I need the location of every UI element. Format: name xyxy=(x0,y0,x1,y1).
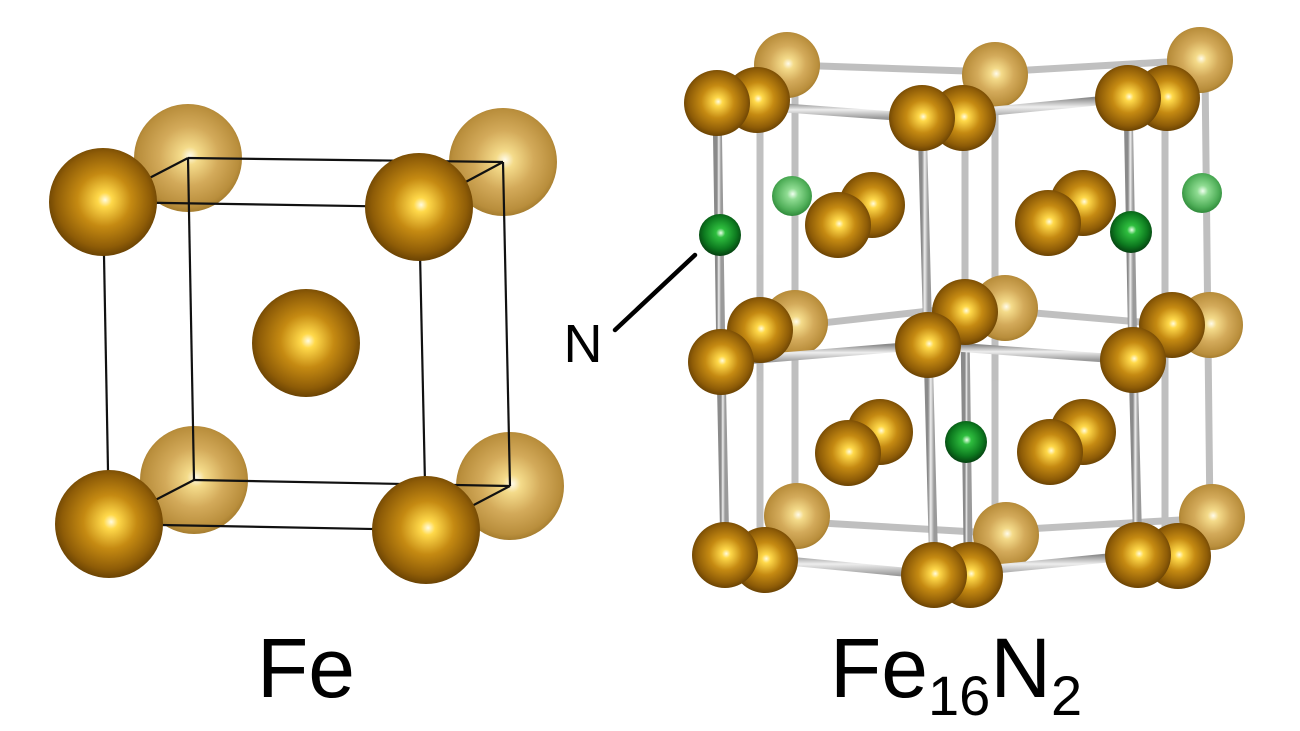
fe16n2-front-fe-atoms xyxy=(684,65,1171,608)
fe16n2-fe-atom xyxy=(1015,190,1081,256)
n-callout: N xyxy=(564,252,698,374)
fe16n2-fe-atom xyxy=(901,542,967,608)
fe16n2-caption-sub-16: 16 xyxy=(928,664,990,727)
fe16n2-fe-atom xyxy=(889,85,955,151)
fe16n2-fe-atom xyxy=(1095,65,1161,131)
n-callout-label: N xyxy=(564,314,603,374)
fe16n2-structure: N xyxy=(564,27,1245,608)
fe16n2-fe-atom xyxy=(815,420,881,486)
fe16n2-caption: Fe16N2 xyxy=(830,621,1082,727)
fe16n2-fe-atom xyxy=(688,329,754,395)
fe16n2-fe-atom xyxy=(684,70,750,136)
fe-front-atoms xyxy=(49,148,480,584)
fe16n2-caption-fe: Fe xyxy=(830,621,928,715)
fe16n2-caption-n: N xyxy=(990,621,1051,715)
fe-bcc-unit-cell xyxy=(49,104,564,584)
fe-atom-front-bottom-right xyxy=(372,476,480,584)
fe-caption: Fe xyxy=(257,621,355,715)
fe16n2-front-n-atoms xyxy=(699,211,1152,463)
n-callout-leader xyxy=(612,252,698,333)
fe16n2-fe-atom xyxy=(1100,327,1166,393)
fe-atom-front-top-right xyxy=(365,153,473,261)
fe16n2-caption-sub-2: 2 xyxy=(1051,664,1082,727)
fe16n2-n-atom xyxy=(699,214,741,256)
fe16n2-n-atom xyxy=(1182,173,1222,213)
fe16n2-fe-atom xyxy=(1017,419,1083,485)
fe16n2-fe-atom xyxy=(1105,522,1171,588)
fe16n2-n-atom xyxy=(772,176,812,216)
fe16n2-inner-fe-atoms xyxy=(805,170,1116,486)
fe16n2-back-n-atoms xyxy=(772,173,1222,216)
fe-atom-body-center xyxy=(252,289,360,397)
fe-atom-front-top-left xyxy=(49,148,157,256)
fe-atom-front-bottom-left xyxy=(55,470,163,578)
fe16n2-n-atom xyxy=(945,421,987,463)
fe16n2-n-atom xyxy=(1110,211,1152,253)
fe16n2-fe-atom xyxy=(692,522,758,588)
fe16n2-fe-atom xyxy=(895,312,961,378)
fe16n2-fe-atom xyxy=(805,192,871,258)
